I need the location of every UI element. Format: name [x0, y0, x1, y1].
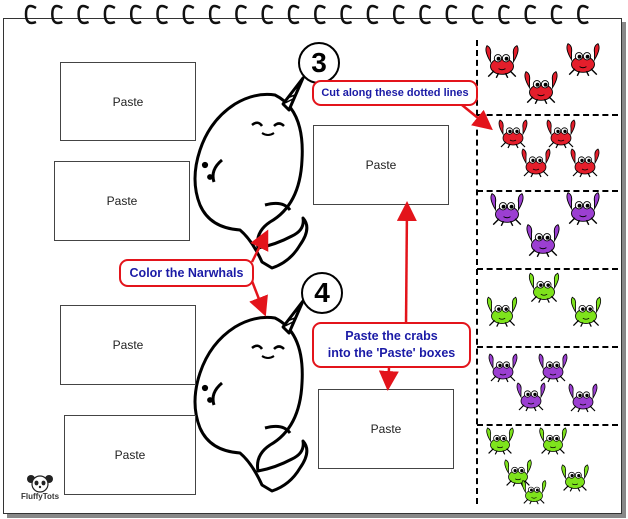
paste-box: Paste	[54, 161, 190, 241]
paste-box: Paste	[64, 415, 196, 495]
binding-ring	[103, 4, 116, 25]
binding-ring	[24, 4, 37, 25]
binding-ring	[287, 4, 300, 25]
binding-ring	[498, 4, 511, 25]
binding-ring	[208, 4, 221, 25]
arrow	[378, 367, 399, 391]
paste-instruction-line-1: Paste the crabs	[345, 329, 438, 343]
horizontal-cut-line	[477, 190, 618, 192]
arrow	[250, 229, 269, 263]
cut-instruction-callout: Cut along these dotted lines	[312, 80, 478, 106]
binding-ring	[392, 4, 405, 25]
narwhal-icon	[193, 299, 309, 493]
binding-ring	[235, 4, 248, 25]
paste-box: Paste	[60, 62, 196, 141]
binding-ring	[182, 4, 195, 25]
paste-instruction-line-2: into the 'Paste' boxes	[327, 346, 456, 360]
brand-logo: FluffyTots	[10, 472, 70, 508]
binding-ring	[129, 4, 142, 25]
binding-ring	[471, 4, 484, 25]
binding-ring	[51, 4, 63, 25]
binding-ring	[445, 4, 458, 25]
binding-ring	[419, 4, 432, 25]
spiral-binding	[24, 4, 589, 25]
paste-box: Paste	[313, 125, 449, 205]
horizontal-cut-line	[477, 268, 618, 270]
arrow	[461, 104, 493, 131]
binding-ring	[550, 4, 563, 25]
panda-icon	[27, 475, 53, 493]
vertical-cut-line	[476, 40, 478, 504]
step-number-3: 3	[298, 42, 340, 84]
binding-ring	[261, 4, 274, 25]
binding-ring	[524, 4, 537, 25]
horizontal-cut-line	[477, 114, 618, 116]
paste-box: Paste	[60, 305, 196, 385]
binding-ring	[314, 4, 326, 25]
color-instruction-callout: Color the Narwhals	[119, 259, 254, 287]
paste-instruction-callout: Paste the crabs into the 'Paste' boxes	[312, 322, 471, 368]
horizontal-cut-line	[477, 346, 618, 348]
arrow	[396, 201, 417, 327]
binding-ring	[156, 4, 169, 25]
binding-ring	[340, 4, 353, 25]
paste-box: Paste	[318, 389, 454, 469]
arrow	[249, 280, 268, 317]
binding-ring	[577, 4, 589, 25]
narwhal-icon	[193, 76, 309, 270]
brand-name: FluffyTots	[20, 492, 60, 501]
step-number-4: 4	[301, 272, 343, 314]
binding-ring	[366, 4, 379, 25]
horizontal-cut-line	[477, 424, 618, 426]
binding-ring	[77, 4, 90, 25]
